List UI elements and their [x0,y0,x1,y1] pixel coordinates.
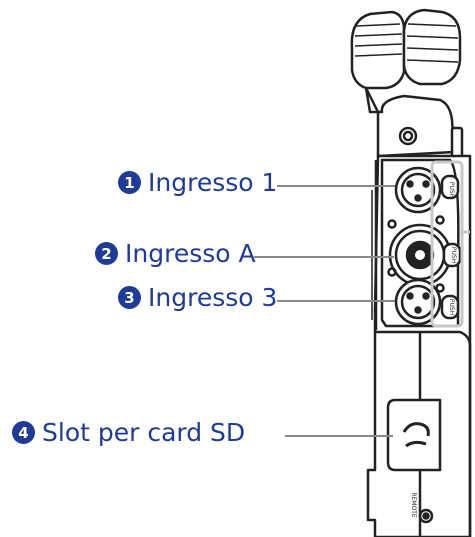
mount-screw [398,126,418,146]
mic-capsule-right [402,8,462,86]
callout-label-4: Slot per card SD [42,418,246,447]
remote-port-label: REMOTE [410,492,417,518]
callout-number-1: 1 [118,171,141,194]
leader-line-3 [277,300,395,302]
callout-number-3: 3 [118,286,141,309]
sd-logo-icon [402,422,430,448]
leader-line-4 [285,435,393,437]
remote-port-icon [418,508,434,524]
callout-number-4: 4 [12,421,35,444]
callout-label-2: Ingresso A [125,239,256,268]
xlr-jack-1 [394,166,442,214]
mic-mount [364,86,456,158]
push-hint-3: PUSH [448,299,455,315]
push-hint-1: PUSH [448,182,455,198]
callout-3: 3 Ingresso 3 [118,283,277,312]
callout-2: 2 Ingresso A [95,239,256,268]
leader-line-1 [277,185,395,187]
leader-line-2 [254,256,394,258]
callout-label-3: Ingresso 3 [148,283,278,312]
latch-highlight [430,160,464,328]
callout-label-1: Ingresso 1 [148,168,278,197]
push-hint-2: PUSH [450,247,457,263]
callout-number-2: 2 [95,242,118,265]
xlr-jack-3 [394,278,442,326]
callout-1: 1 Ingresso 1 [118,168,277,197]
mic-capsule-left [350,10,406,90]
lower-body [375,330,472,537]
sd-card-cover [386,398,442,472]
combo-jack-a [388,223,452,287]
callout-4: 4 Slot per card SD [12,418,245,447]
